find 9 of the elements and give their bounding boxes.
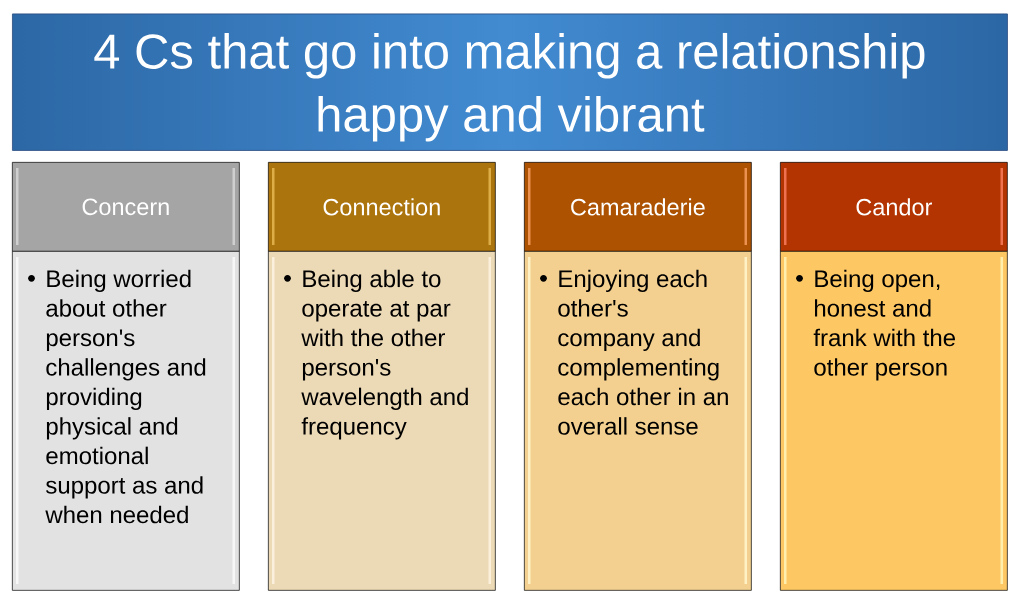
description-box: Being worried about other person's challenges and providing physical and emotional support as and when needed [12, 251, 240, 591]
category-header: Candor [780, 162, 1008, 252]
category-header: Concern [12, 162, 240, 252]
description-box: Enjoying each other's company and complementing each other in an overall sense [524, 251, 752, 591]
category-header: Connection [268, 162, 496, 252]
description-box: Being open, honest and frank with the other person [780, 251, 1008, 591]
title-banner: 4 Cs that go into making a relationship happy and vibrant [12, 13, 1008, 151]
category-header: Camaraderie [524, 162, 752, 252]
description-box: Being able to operate at par with the other person's wavelength and frequency [268, 251, 496, 591]
